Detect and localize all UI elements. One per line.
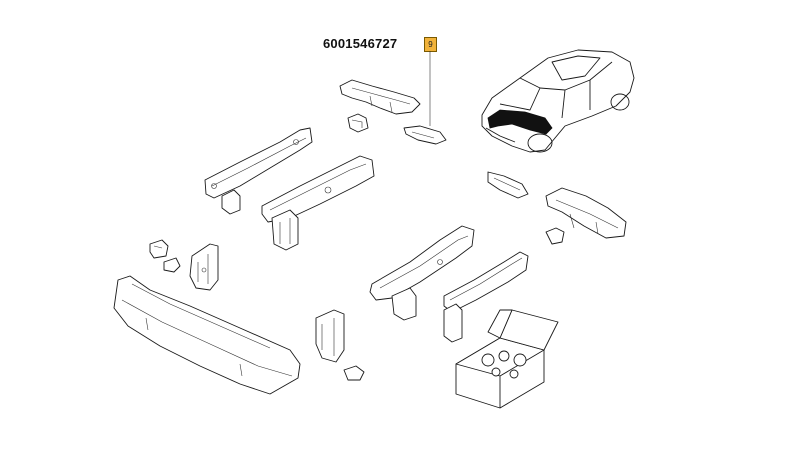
right-small-bracket <box>487 171 529 199</box>
left-upper-rail <box>204 127 313 215</box>
car-reference-icon <box>481 49 635 153</box>
upper-bracket-assembly <box>339 79 421 115</box>
small-clip-part <box>347 113 369 133</box>
hardware-box <box>455 309 559 409</box>
callout-badge[interactable]: 9 <box>424 37 437 52</box>
right-lower-rail <box>443 251 529 343</box>
lower-left-bracket <box>315 309 345 363</box>
lower-small-clip <box>343 365 365 381</box>
right-clip <box>545 227 565 245</box>
small-plate-part <box>403 125 447 145</box>
center-lower-rail <box>369 225 475 321</box>
front-bumper-beam <box>113 275 301 395</box>
right-upper-panel <box>545 187 627 239</box>
left-small-bracket-a <box>149 239 169 259</box>
left-vertical-bracket <box>189 243 219 291</box>
left-small-bracket-b <box>163 257 181 273</box>
center-upper-rail <box>261 155 375 251</box>
part-number-label: 6001546727 <box>323 36 398 51</box>
